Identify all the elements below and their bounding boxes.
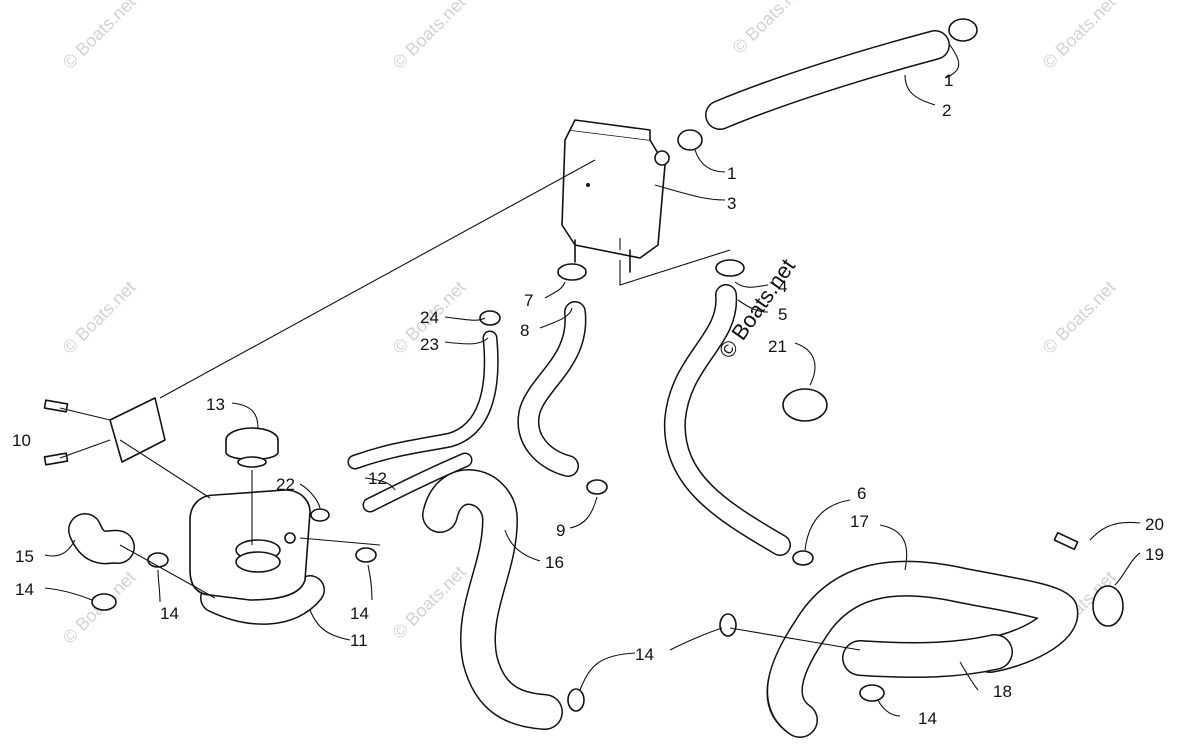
callout-16: 16 — [545, 553, 564, 572]
clamp-1-top — [948, 18, 978, 42]
callout-13: 13 — [206, 395, 225, 414]
watermark: © Boats.net — [1039, 277, 1120, 358]
callout-1: 1 — [727, 164, 736, 183]
callout-14-d: 14 — [635, 645, 654, 664]
callout-14-e: 14 — [918, 709, 937, 728]
clamp-14-c — [355, 547, 377, 563]
callout-10: 10 — [12, 431, 31, 450]
clamp-14-a — [91, 593, 117, 611]
callout-17: 17 — [850, 512, 869, 531]
callout-18: 18 — [993, 682, 1012, 701]
clamp-19 — [1092, 585, 1124, 627]
clamp-6 — [792, 550, 814, 566]
callout-3: 3 — [727, 194, 736, 213]
bracket-and-bolts — [43, 397, 1079, 551]
callout-15: 15 — [15, 547, 34, 566]
reservoir-3 — [561, 119, 670, 273]
clamp-7 — [557, 263, 587, 281]
watermark: © Boats.net — [1039, 0, 1120, 73]
callout-1-top: 1 — [944, 71, 953, 90]
callout-20: 20 — [1145, 515, 1164, 534]
clamp-4 — [715, 259, 745, 277]
clamp-14-d — [719, 613, 737, 637]
callout-14-c: 14 — [350, 604, 369, 623]
clamp-14-e — [567, 688, 585, 712]
callout-4: 4 — [778, 277, 787, 296]
clamps — [91, 18, 1124, 712]
leader-lines — [44, 44, 1141, 717]
callout-6: 6 — [857, 484, 866, 503]
watermark: © Boats.net — [729, 0, 810, 58]
callout-14-b: 14 — [160, 604, 179, 623]
watermark: © Boats.net — [59, 277, 140, 358]
callout-23: 23 — [420, 335, 439, 354]
callout-14-a: 14 — [15, 580, 34, 599]
callout-2: 2 — [942, 101, 951, 120]
expansion-tank — [189, 489, 311, 601]
callout-24: 24 — [420, 308, 439, 327]
callout-5: 5 — [778, 305, 787, 324]
clamp-14-f — [859, 684, 885, 702]
callout-19: 19 — [1145, 545, 1164, 564]
callout-9: 9 — [556, 521, 565, 540]
clamp-14-b — [147, 552, 169, 568]
clamp-9 — [586, 479, 608, 495]
callout-labels: 1 2 1 3 4 5 7 8 24 23 21 13 10 22 12 9 6… — [12, 71, 1164, 728]
callout-21: 21 — [768, 337, 787, 356]
clamp-22 — [310, 508, 330, 522]
clamp-21 — [782, 388, 828, 422]
watermark: © Boats.net — [389, 0, 470, 73]
clamp-24 — [479, 310, 501, 326]
callout-11: 11 — [350, 631, 368, 650]
callout-7: 7 — [524, 291, 533, 310]
cap-13 — [225, 427, 279, 468]
clamp-1 — [677, 129, 703, 151]
watermark: © Boats.net — [389, 562, 470, 643]
callout-8: 8 — [520, 321, 529, 340]
callout-22: 22 — [276, 475, 295, 494]
watermark: © Boats.net — [59, 0, 140, 73]
callout-12: 12 — [368, 469, 387, 488]
hoses — [68, 30, 1079, 738]
